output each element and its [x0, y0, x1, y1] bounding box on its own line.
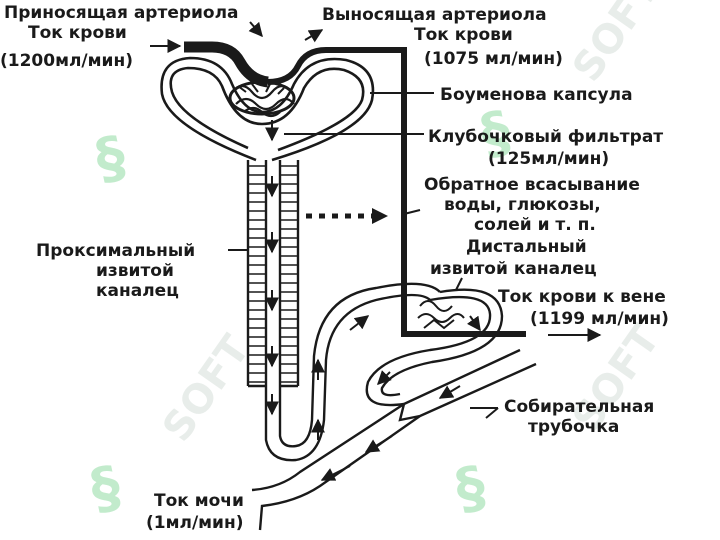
watermark-text: SOFT — [564, 0, 669, 90]
label-filtrate: Клубочковый фильтрат — [428, 127, 663, 147]
label-filtrate-rate: (125мл/мин) — [488, 149, 609, 169]
label-vein-flow: Ток крови к вене — [498, 287, 666, 307]
label-collecting-1: Собирательная — [504, 397, 654, 417]
labels: Приносящая артериола Ток крови (1200мл/м… — [0, 3, 669, 533]
label-reabsorption-1: Обратное всасывание — [424, 175, 640, 195]
label-proximal-3: каналец — [96, 281, 179, 301]
watermark-glyph: § — [90, 124, 131, 193]
leader-lines — [228, 92, 499, 419]
label-proximal-2: извитой — [96, 261, 174, 281]
label-reabsorption-3: солей и т. п. — [474, 215, 596, 235]
label-afferent-flow: Ток крови — [28, 23, 127, 43]
efferent-arteriole — [267, 47, 526, 337]
watermark-text: SOFT — [154, 327, 259, 450]
distal-tubule — [365, 295, 492, 407]
label-efferent-title: Выносящая артериола — [322, 5, 547, 25]
afferent-arteriole — [184, 41, 269, 88]
peritubular-capillary — [417, 300, 465, 330]
label-afferent-title: Приносящая артериола — [4, 3, 239, 23]
label-distal-2: извитой каналец — [430, 259, 597, 279]
label-urine-rate: (1мл/мин) — [146, 513, 243, 533]
label-reabsorption-2: воды, глюкозы, — [444, 195, 601, 215]
label-afferent-rate: (1200мл/мин) — [0, 51, 133, 71]
proximal-tubule — [246, 160, 300, 388]
watermark-glyph: § — [85, 454, 126, 523]
label-efferent-flow: Ток крови — [414, 25, 513, 45]
bowman-capsule — [169, 66, 365, 152]
label-distal-1: Дистальный — [466, 237, 587, 257]
label-proximal-1: Проксимальный — [36, 241, 195, 261]
label-efferent-rate: (1075 мл/мин) — [424, 49, 563, 69]
watermark-glyph: § — [450, 454, 491, 523]
flow-arrows — [150, 21, 602, 481]
glomerulus — [228, 80, 296, 118]
label-collecting-2: трубочка — [528, 417, 619, 437]
loop-of-henle — [264, 293, 431, 462]
label-vein-rate: (1199 мл/мин) — [530, 309, 669, 329]
label-bowman: Боуменова капсула — [440, 85, 633, 105]
reabsorption-arrow — [306, 208, 388, 224]
collecting-duct — [251, 348, 537, 531]
label-urine-flow: Ток мочи — [154, 491, 244, 511]
